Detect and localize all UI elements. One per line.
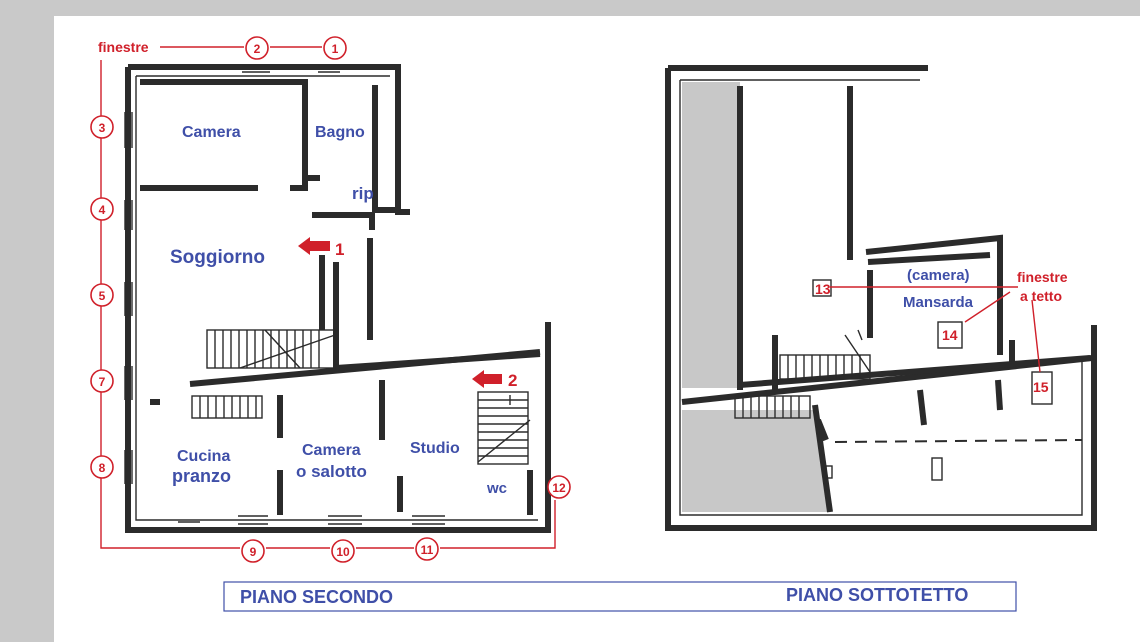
window-number-4: 4 <box>99 203 106 217</box>
window-marker-8: 8 <box>90 455 114 479</box>
roof-windows-label-line2: a tetto <box>1020 288 1062 304</box>
piano-sottotetto-plan <box>665 65 1097 531</box>
piano-secondo-plan <box>124 64 553 533</box>
arrow-left-icon <box>298 237 330 255</box>
window-number-3: 3 <box>99 121 106 135</box>
window-number-5: 5 <box>99 289 106 303</box>
room-label-camera-salotto: Camera <box>302 442 361 459</box>
window-number-7: 7 <box>99 375 106 389</box>
roof-window-reference-lines <box>830 286 1041 373</box>
window-marker-11: 11 <box>415 537 439 561</box>
room-label-bagno: Bagno <box>315 124 365 141</box>
dashed-beam-line <box>834 439 1083 443</box>
room-label-camera-parens: (camera) <box>907 267 970 284</box>
window-marker-7: 7 <box>90 369 114 393</box>
room-label-cucina: Cucina <box>177 448 230 465</box>
shaded-area-top <box>682 82 740 388</box>
room-label-pranzo: pranzo <box>172 466 231 486</box>
window-marker-4: 4 <box>90 197 114 221</box>
room-label-studio: Studio <box>410 440 460 457</box>
room-label-wc: wc <box>486 480 507 497</box>
roof-window-number-14: 14 <box>942 327 958 343</box>
roof-window-number-15: 15 <box>1033 379 1049 395</box>
window-marker-12: 12 <box>547 475 571 499</box>
title-piano-sottotetto: PIANO SOTTOTETTO <box>786 585 968 605</box>
roof-windows-label-line1: finestre <box>1017 269 1068 285</box>
window-reference-lines <box>100 46 556 549</box>
window-marker-1: 1 <box>323 36 347 60</box>
titles-frame <box>223 581 1017 612</box>
plan-sheet <box>54 16 1140 642</box>
arrow-label-1: 1 <box>335 240 344 259</box>
room-label-o-salotto: o salotto <box>296 462 367 481</box>
window-marker-3: 3 <box>90 115 114 139</box>
arrow-left-icon <box>472 370 502 388</box>
window-number-2: 2 <box>254 42 261 56</box>
window-number-9: 9 <box>250 545 257 559</box>
room-label-soggiorno: Soggiorno <box>170 247 265 268</box>
window-marker-9: 9 <box>241 539 265 563</box>
title-piano-secondo: PIANO SECONDO <box>240 587 393 607</box>
window-number-11: 11 <box>421 543 434 557</box>
window-marker-2: 2 <box>245 36 269 60</box>
windows-label: finestre <box>98 39 149 55</box>
window-marker-10: 10 <box>331 539 355 563</box>
window-number-1: 1 <box>332 42 339 56</box>
window-marker-5: 5 <box>90 283 114 307</box>
roof-window-number-13: 13 <box>815 281 831 297</box>
room-label-rip: rip <box>352 184 374 203</box>
room-label-camera: Camera <box>182 124 241 141</box>
arrow-marker-2: 2 <box>472 370 517 390</box>
shaded-area-bottom <box>682 410 830 512</box>
room-label-mansarda: Mansarda <box>903 294 974 311</box>
window-number-12: 12 <box>552 481 566 495</box>
arrow-label-2: 2 <box>508 371 517 390</box>
arrow-marker-1: 1 <box>298 237 344 259</box>
window-number-8: 8 <box>99 461 106 475</box>
window-number-10: 10 <box>336 545 350 559</box>
